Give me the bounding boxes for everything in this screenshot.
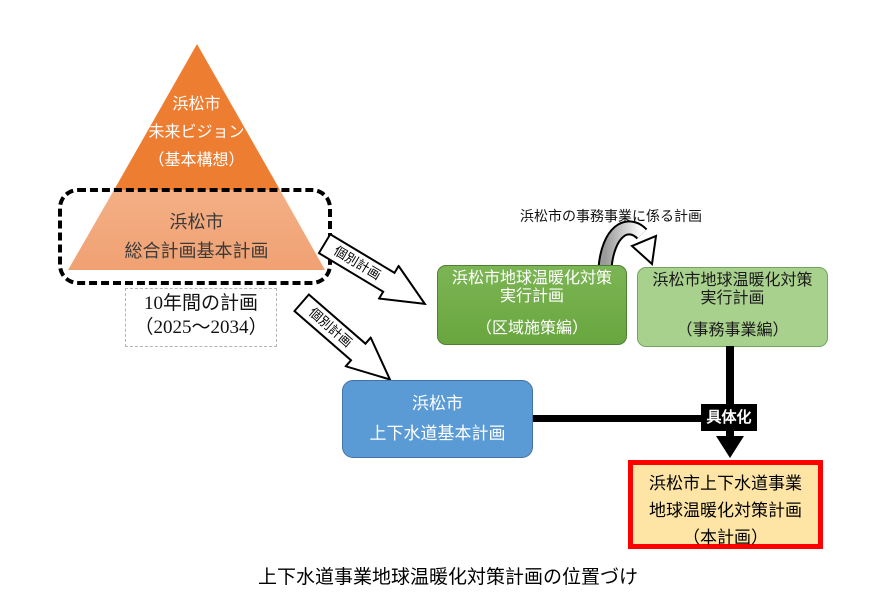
plan-box-title-line: 実行計画 — [499, 288, 564, 305]
plan-box-line: （本計画） — [683, 528, 768, 547]
block-arrow-icon — [317, 232, 427, 306]
plan-box-jimu-jigyo: 浜松市地球温暖化対策 実行計画 （事務事業編） — [637, 267, 828, 347]
pyramid-bottom-section — [68, 190, 325, 270]
diagram-caption: 上下水道事業地球温暖化対策計画の位置づけ — [257, 567, 638, 588]
plan-box-subtitle: （区域施策編） — [475, 320, 588, 337]
block-arrow-icon — [293, 293, 392, 382]
pyramid-top-line: （基本構想） — [148, 152, 245, 169]
plan-box-main-plan: 浜松市上下水道事業 地球温暖化対策計画 （本計画） — [628, 460, 823, 549]
pyramid-bottom-line: 総合計画基本計画 — [124, 241, 269, 261]
plan-box-line: 地球温暖化対策計画 — [649, 501, 802, 520]
pyramid: 浜松市 未来ビジョン （基本構想） 浜松市 総合計画基本計画 — [68, 44, 325, 270]
down-arrow-icon — [716, 436, 744, 458]
plan-box-line: 上下水道基本計画 — [369, 424, 506, 443]
pyramid-top-line: 未来ビジョン — [148, 124, 245, 141]
connector-horizontal-line — [533, 415, 734, 422]
plan-box-title-line: 実行計画 — [700, 290, 765, 307]
period-note-line: （2025～2034） — [134, 317, 268, 338]
basic-plan-dashed-outline — [58, 188, 332, 285]
plan-box-title-line: 浜松市地球温暖化対策 — [652, 272, 813, 289]
concretize-label: 具体化 — [701, 404, 757, 431]
plan-box-title: 浜松市地球温暖化対策 実行計画 — [638, 272, 827, 308]
individual-plan-arrow-1: 個別計画 — [313, 226, 436, 322]
pyramid-top-line: 浜松市 — [172, 96, 221, 113]
plan-box-water-basic: 浜松市 上下水道基本計画 — [342, 380, 533, 458]
plan-box-title: 浜松市地球温暖化対策 実行計画 — [438, 270, 626, 306]
plan-box-subtitle: （事務事業編） — [676, 322, 789, 339]
connector-vertical-line — [726, 346, 734, 438]
period-note-box: 10年間の計画 （2025～2034） — [125, 288, 277, 347]
plan-box-line: 浜松市上下水道事業 — [649, 474, 802, 493]
plan-box-title-line: 浜松市地球温暖化対策 — [451, 270, 612, 287]
pyramid-bottom-label: 浜松市 総合計画基本計画 — [68, 208, 325, 266]
pyramid-bottom-line: 浜松市 — [169, 212, 224, 232]
office-business-note: 浜松市の事務事業に係る計画 — [520, 208, 702, 224]
individual-plan-arrow-2: 個別計画 — [288, 287, 405, 396]
period-note-line: 10年間の計画 — [143, 293, 258, 314]
plan-box-kuiki-shisaku: 浜松市地球温暖化対策 実行計画 （区域施策編） — [437, 265, 627, 345]
pyramid-top-label: 浜松市 未来ビジョン （基本構想） — [68, 91, 325, 175]
plan-box-line: 浜松市 — [412, 394, 463, 413]
